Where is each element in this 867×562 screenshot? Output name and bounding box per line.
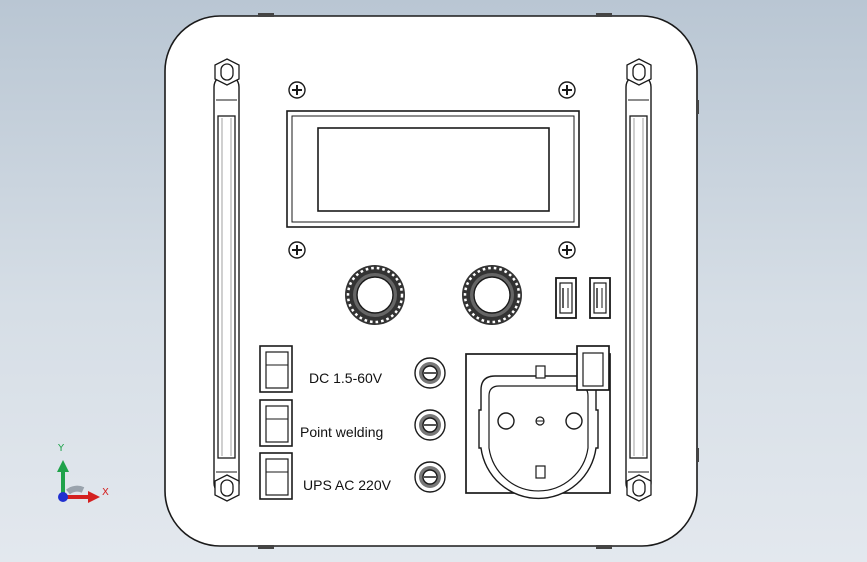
screw-icon [288,241,306,259]
ac-socket [465,353,611,500]
handle-screw-icon [626,474,652,502]
screw-icon [558,81,576,99]
lcd-display [286,110,580,228]
socket-cover-switch[interactable] [576,345,610,391]
knob-right [462,265,522,325]
fuse-holder-icon [414,461,446,493]
x-axis-label: X [102,487,109,498]
handle-screw-icon [214,58,240,86]
rocker-switch-ups[interactable] [259,452,293,500]
rocker-switch-weld[interactable] [259,399,293,447]
usb-port [589,277,611,319]
label-ups: UPS AC 220V [303,477,391,493]
screw-icon [558,241,576,259]
left-handle [213,74,240,496]
knob-left [345,265,405,325]
fuse-holder-icon [414,409,446,441]
screw-icon [288,81,306,99]
handle-screw-icon [626,58,652,86]
rocker-switch-dc[interactable] [259,345,293,393]
right-handle [625,74,652,496]
label-dc: DC 1.5-60V [309,370,383,386]
y-axis-label: Y [58,443,65,454]
label-point-welding: Point welding [300,424,384,440]
handle-screw-icon [214,474,240,502]
usb-port [555,277,577,319]
fuse-holder-icon [414,357,446,389]
